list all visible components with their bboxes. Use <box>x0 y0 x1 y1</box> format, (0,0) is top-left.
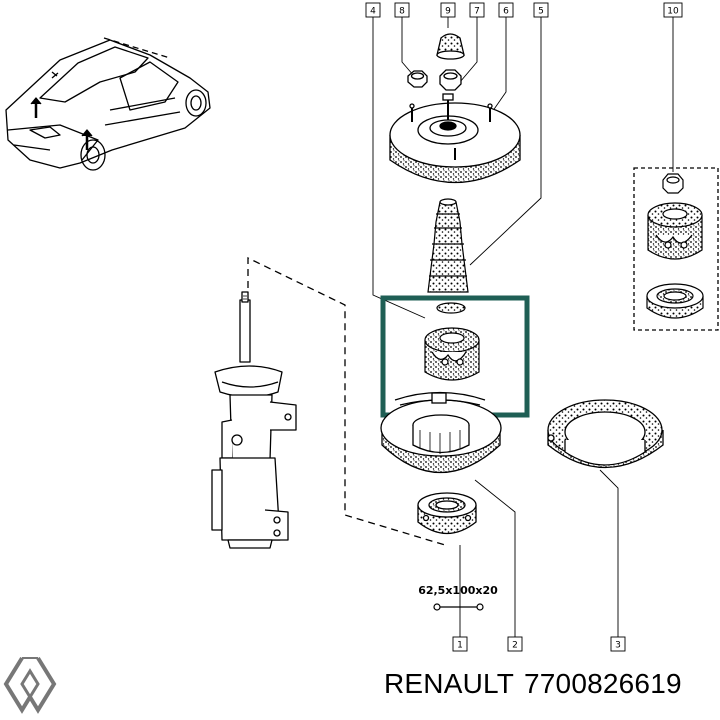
bump-stop-cap-part-9 <box>436 33 465 60</box>
spring-pad-part-3 <box>547 399 664 469</box>
part-number: 7700826619 <box>524 668 682 699</box>
callout-label-3: 3 <box>610 636 626 652</box>
svg-text:4: 4 <box>370 7 376 17</box>
callout-label-8: 8 <box>394 2 410 18</box>
bearing-spec-label: 62,5x100x20 <box>418 584 498 597</box>
renault-diamond-logo <box>3 656 57 714</box>
callout-label-4: 4 <box>365 2 381 18</box>
callout-label-2: 2 <box>507 636 523 652</box>
svg-text:6: 6 <box>503 7 509 17</box>
kit-nut <box>662 173 684 194</box>
top-mount-part-6 <box>389 93 521 184</box>
svg-text:1: 1 <box>457 641 463 651</box>
svg-text:2: 2 <box>512 641 518 651</box>
callout-label-1: 1 <box>452 636 468 652</box>
nut-part-7 <box>439 69 462 91</box>
callout-label-9: 9 <box>440 2 456 18</box>
spring-seat-part-2 <box>380 391 502 473</box>
kit-bearing <box>646 283 704 319</box>
kit-bump-stop <box>647 202 703 260</box>
svg-text:8: 8 <box>399 7 405 17</box>
svg-text:9: 9 <box>445 7 451 17</box>
bearing-part-1 <box>417 492 477 535</box>
callout-label-6: 6 <box>498 2 514 18</box>
brand-name: RENAULT <box>384 668 515 699</box>
dust-boot-part-5 <box>427 198 469 293</box>
car-illustration <box>5 37 211 171</box>
nut-part-8 <box>407 70 428 88</box>
dimension-symbol <box>433 603 484 611</box>
svg-text:7: 7 <box>474 7 480 17</box>
callout-label-5: 5 <box>533 2 549 18</box>
part-identifier: RENAULT 7700826619 <box>384 668 692 700</box>
callout-label-10: 10 <box>663 2 683 18</box>
kit-box-part-10 <box>633 167 719 331</box>
svg-text:3: 3 <box>615 641 621 651</box>
callout-leaders <box>372 17 674 637</box>
strut-dashed-link <box>247 256 446 546</box>
svg-text:5: 5 <box>538 7 544 17</box>
bump-stop-part-4 <box>424 302 480 381</box>
callout-label-7: 7 <box>469 2 485 18</box>
svg-text:10: 10 <box>667 7 679 17</box>
strut-assembly <box>211 291 297 549</box>
